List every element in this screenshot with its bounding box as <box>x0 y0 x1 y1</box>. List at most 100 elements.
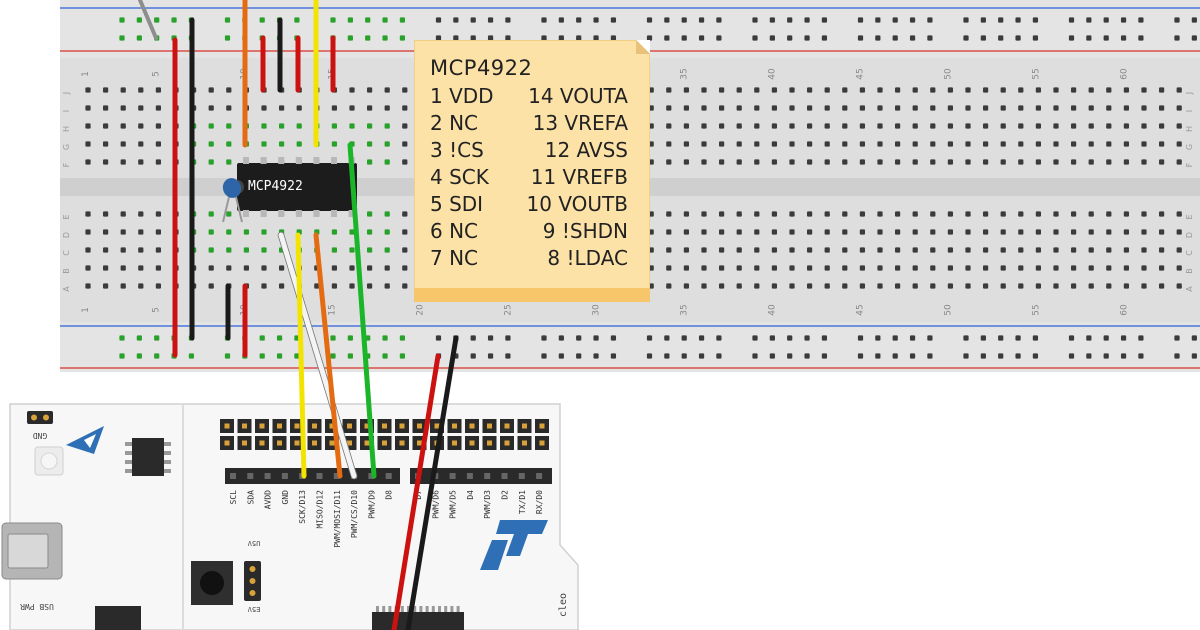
breadboard-hole <box>1141 159 1147 165</box>
breadboard-hole <box>666 105 672 111</box>
morpho-pin-contact <box>364 440 370 446</box>
rail-hole <box>857 35 864 41</box>
breadboard-hole <box>930 123 936 129</box>
breadboard-hole <box>1176 159 1182 165</box>
breadboard-hole <box>965 211 971 217</box>
breadboard-hole <box>261 141 267 147</box>
breadboard-hole <box>1018 283 1024 289</box>
rail-hole <box>541 35 547 41</box>
breadboard-hole <box>261 229 267 235</box>
breadboard-hole <box>155 229 161 235</box>
wires <box>138 0 459 630</box>
breadboard-hole <box>824 87 830 93</box>
breadboard-hole <box>771 123 777 129</box>
breadboard-hole <box>155 159 161 165</box>
breadboard-hole <box>226 211 232 217</box>
breadboard-hole <box>807 265 813 271</box>
small-ic-pin <box>125 451 132 455</box>
breadboard-hole <box>701 211 707 217</box>
note-pin-right: 10 VOUTB <box>526 192 628 216</box>
breadboard-hole <box>789 141 795 147</box>
breadboard-hole <box>1035 123 1041 129</box>
rail-hole <box>188 353 195 359</box>
breadboard-hole <box>983 247 989 253</box>
breadboard-hole <box>1159 283 1165 289</box>
rail-hole <box>399 335 406 341</box>
breadboard-hole <box>842 105 848 111</box>
breadboard-hole <box>261 265 267 271</box>
breadboard-hole <box>1176 265 1182 271</box>
breadboard-hole <box>965 159 971 165</box>
capacitor-lead <box>235 196 243 223</box>
breadboard-hole <box>243 247 249 253</box>
breadboard-hole <box>261 247 267 253</box>
row-letter-left: H <box>62 126 71 132</box>
rail-hole <box>558 353 564 359</box>
rail-hole <box>787 335 793 341</box>
st-triangle-icon-detail <box>84 434 96 448</box>
breadboard-hole <box>279 265 285 271</box>
row-letter-left: D <box>62 232 71 238</box>
breadboard-hole <box>1035 159 1041 165</box>
breadboard-hole <box>331 283 337 289</box>
morpho-pin-contact <box>347 423 352 429</box>
rail-hole <box>610 17 617 23</box>
capacitor-body <box>222 178 242 198</box>
breadboard-hole <box>331 123 337 129</box>
breadboard-hole <box>331 105 337 111</box>
breadboard-hole <box>736 211 742 217</box>
breadboard-hole <box>367 283 373 289</box>
morpho-pin-contact <box>312 440 317 446</box>
breadboard-hole <box>983 105 989 111</box>
breadboard-hole <box>367 211 373 217</box>
breadboard-hole <box>895 247 901 253</box>
breadboard-hole <box>719 247 725 253</box>
arduino-pin <box>536 473 543 479</box>
breadboard-hole <box>1071 247 1077 253</box>
rail-hole <box>1120 353 1127 359</box>
breadboard-hole <box>719 87 725 93</box>
rail-hole <box>716 353 722 359</box>
breadboard-hole <box>1088 283 1094 289</box>
rail-hole <box>752 35 758 41</box>
breadboard-hole <box>1000 283 1006 289</box>
breadboard-hole <box>666 87 672 93</box>
arduino-pin <box>466 473 473 479</box>
breadboard-hole <box>1071 211 1077 217</box>
breadboard-hole <box>789 229 795 235</box>
breadboard-hole <box>1018 105 1024 111</box>
rail-hole <box>857 335 864 341</box>
breadboard-hole <box>771 283 777 289</box>
st-logo-icon-s <box>480 540 508 570</box>
breadboard-hole <box>877 283 883 289</box>
morpho-pin-contact <box>417 440 422 446</box>
rail-hole <box>980 17 986 23</box>
rail-hole <box>1103 335 1109 341</box>
note-title: MCP4922 <box>430 56 533 80</box>
breadboard-hole <box>736 105 742 111</box>
header-label: D7 <box>414 490 423 500</box>
breadboard-hole <box>983 211 989 217</box>
rail-hole <box>1138 17 1144 23</box>
breadboard-hole <box>1141 211 1147 217</box>
rail-hole <box>1174 353 1180 359</box>
breadboard-hole <box>1053 211 1059 217</box>
arduino-pin <box>501 473 508 479</box>
breadboard-hole <box>402 105 408 111</box>
chip-pin <box>278 210 285 217</box>
breadboard-hole <box>666 247 672 253</box>
rail-hole <box>1120 335 1127 341</box>
column-number-top: 45 <box>855 68 865 79</box>
rail-hole <box>558 35 564 41</box>
breadboard-hole <box>754 211 760 217</box>
breadboard-hole <box>912 265 918 271</box>
breadboard-hole <box>226 105 232 111</box>
breadboard-hole <box>930 229 936 235</box>
breadboard-hole <box>877 229 883 235</box>
breadboard-hole <box>226 123 232 129</box>
rail-hole <box>646 35 653 41</box>
wire-green <box>347 142 377 479</box>
breadboard-hole <box>683 159 689 165</box>
rail-hole <box>154 17 160 23</box>
mcu-pin <box>419 606 423 612</box>
